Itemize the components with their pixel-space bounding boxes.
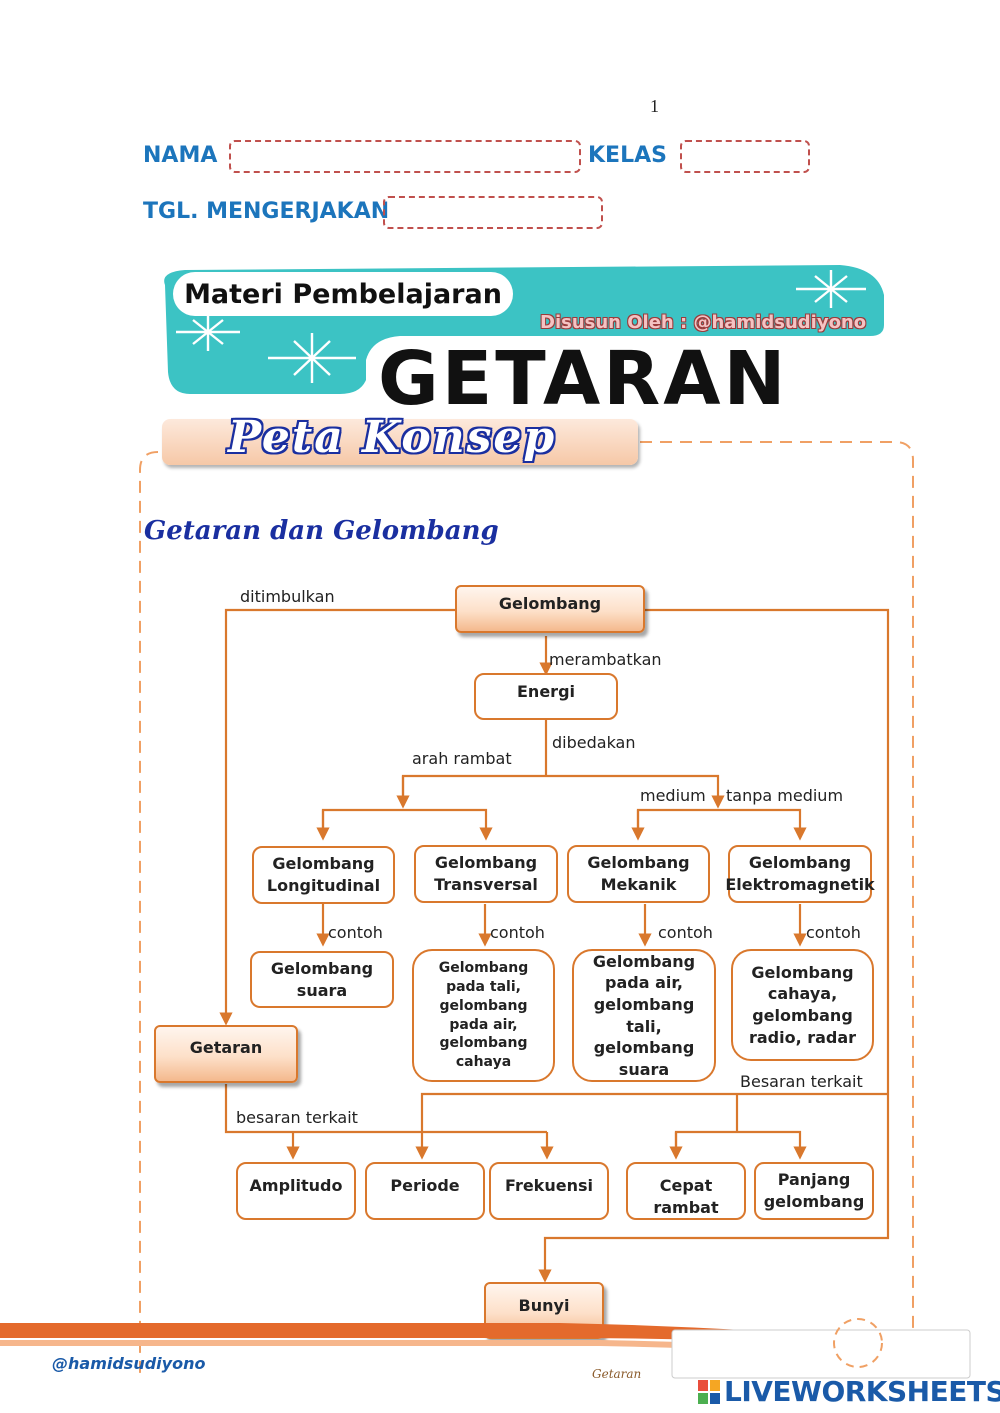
- label-merambatkan: merambatkan: [549, 650, 662, 669]
- node-cepat-rambat: Cepat rambat: [626, 1162, 746, 1220]
- tanggal-input[interactable]: [385, 198, 601, 227]
- author-credit: Disusun Oleh : @hamidsudiyono: [540, 312, 867, 333]
- label-besaran-terkait-upper: Besaran terkait: [740, 1072, 863, 1091]
- node-mekanik: Gelombang Mekanik: [567, 845, 710, 903]
- liveworksheets-logo-icon: [698, 1380, 720, 1404]
- page-number: 1: [650, 96, 659, 116]
- label-besaran-terkait-lower: besaran terkait: [236, 1108, 358, 1127]
- peta-konsep-bar: [162, 419, 638, 465]
- label-arah-rambat: arah rambat: [412, 749, 512, 768]
- tanggal-label: TGL. MENGERJAKAN: [143, 199, 390, 224]
- node-gelombang: Gelombang: [455, 585, 645, 633]
- liveworksheets-brand: LIVEWORKSHEETS: [724, 1375, 1000, 1408]
- kelas-label: KELAS: [588, 143, 667, 168]
- node-tali-air-cahaya: Gelombang pada tali, gelombang pada air,…: [412, 949, 555, 1082]
- nama-label: NAMA: [143, 143, 218, 168]
- node-periode: Periode: [365, 1162, 485, 1220]
- peta-konsep-title: Peta Konsep: [228, 412, 557, 463]
- label-contoh: contoh: [328, 923, 383, 942]
- sparkle-icon: [176, 270, 866, 383]
- footer-handle: @hamidsudiyono: [52, 1354, 206, 1373]
- node-panjang-gelombang: Panjang gelombang: [754, 1162, 874, 1220]
- node-suara: Gelombang suara: [250, 951, 394, 1008]
- label-contoh: contoh: [806, 923, 861, 942]
- page-title: GETARAN: [378, 336, 789, 422]
- label-ditimbulkan: ditimbulkan: [240, 587, 335, 606]
- concept-map-subtitle: Getaran dan Gelombang: [144, 516, 499, 546]
- node-air-tali-suara: Gelombang pada air, gelombang tali, gelo…: [572, 949, 716, 1082]
- node-cahaya-radio: Gelombang cahaya, gelombang radio, radar: [731, 949, 874, 1061]
- kelas-field[interactable]: [680, 140, 810, 173]
- label-dibedakan: dibedakan: [552, 733, 636, 752]
- materi-label: Materi Pembelajaran: [173, 272, 513, 316]
- tanggal-field[interactable]: [383, 196, 603, 229]
- label-contoh: contoh: [490, 923, 545, 942]
- node-amplitudo: Amplitudo: [236, 1162, 356, 1220]
- node-transversal: Gelombang Transversal: [414, 845, 558, 903]
- node-energi: Energi: [474, 673, 618, 720]
- label-medium: medium: [640, 786, 706, 805]
- nama-field[interactable]: [229, 140, 581, 173]
- nama-input[interactable]: [231, 142, 579, 171]
- dashed-frame: [139, 441, 914, 1378]
- node-longitudinal: Gelombang Longitudinal: [252, 846, 395, 904]
- label-tanpa-medium: tanpa medium: [726, 786, 844, 805]
- kelas-input[interactable]: [682, 142, 808, 171]
- node-frekuensi: Frekuensi: [489, 1162, 609, 1220]
- footer-small-label: Getaran: [592, 1367, 642, 1381]
- node-getaran: Getaran: [154, 1025, 298, 1083]
- node-elektromagnetik: Gelombang Elektromagnetik: [725, 845, 875, 903]
- label-contoh: contoh: [658, 923, 713, 942]
